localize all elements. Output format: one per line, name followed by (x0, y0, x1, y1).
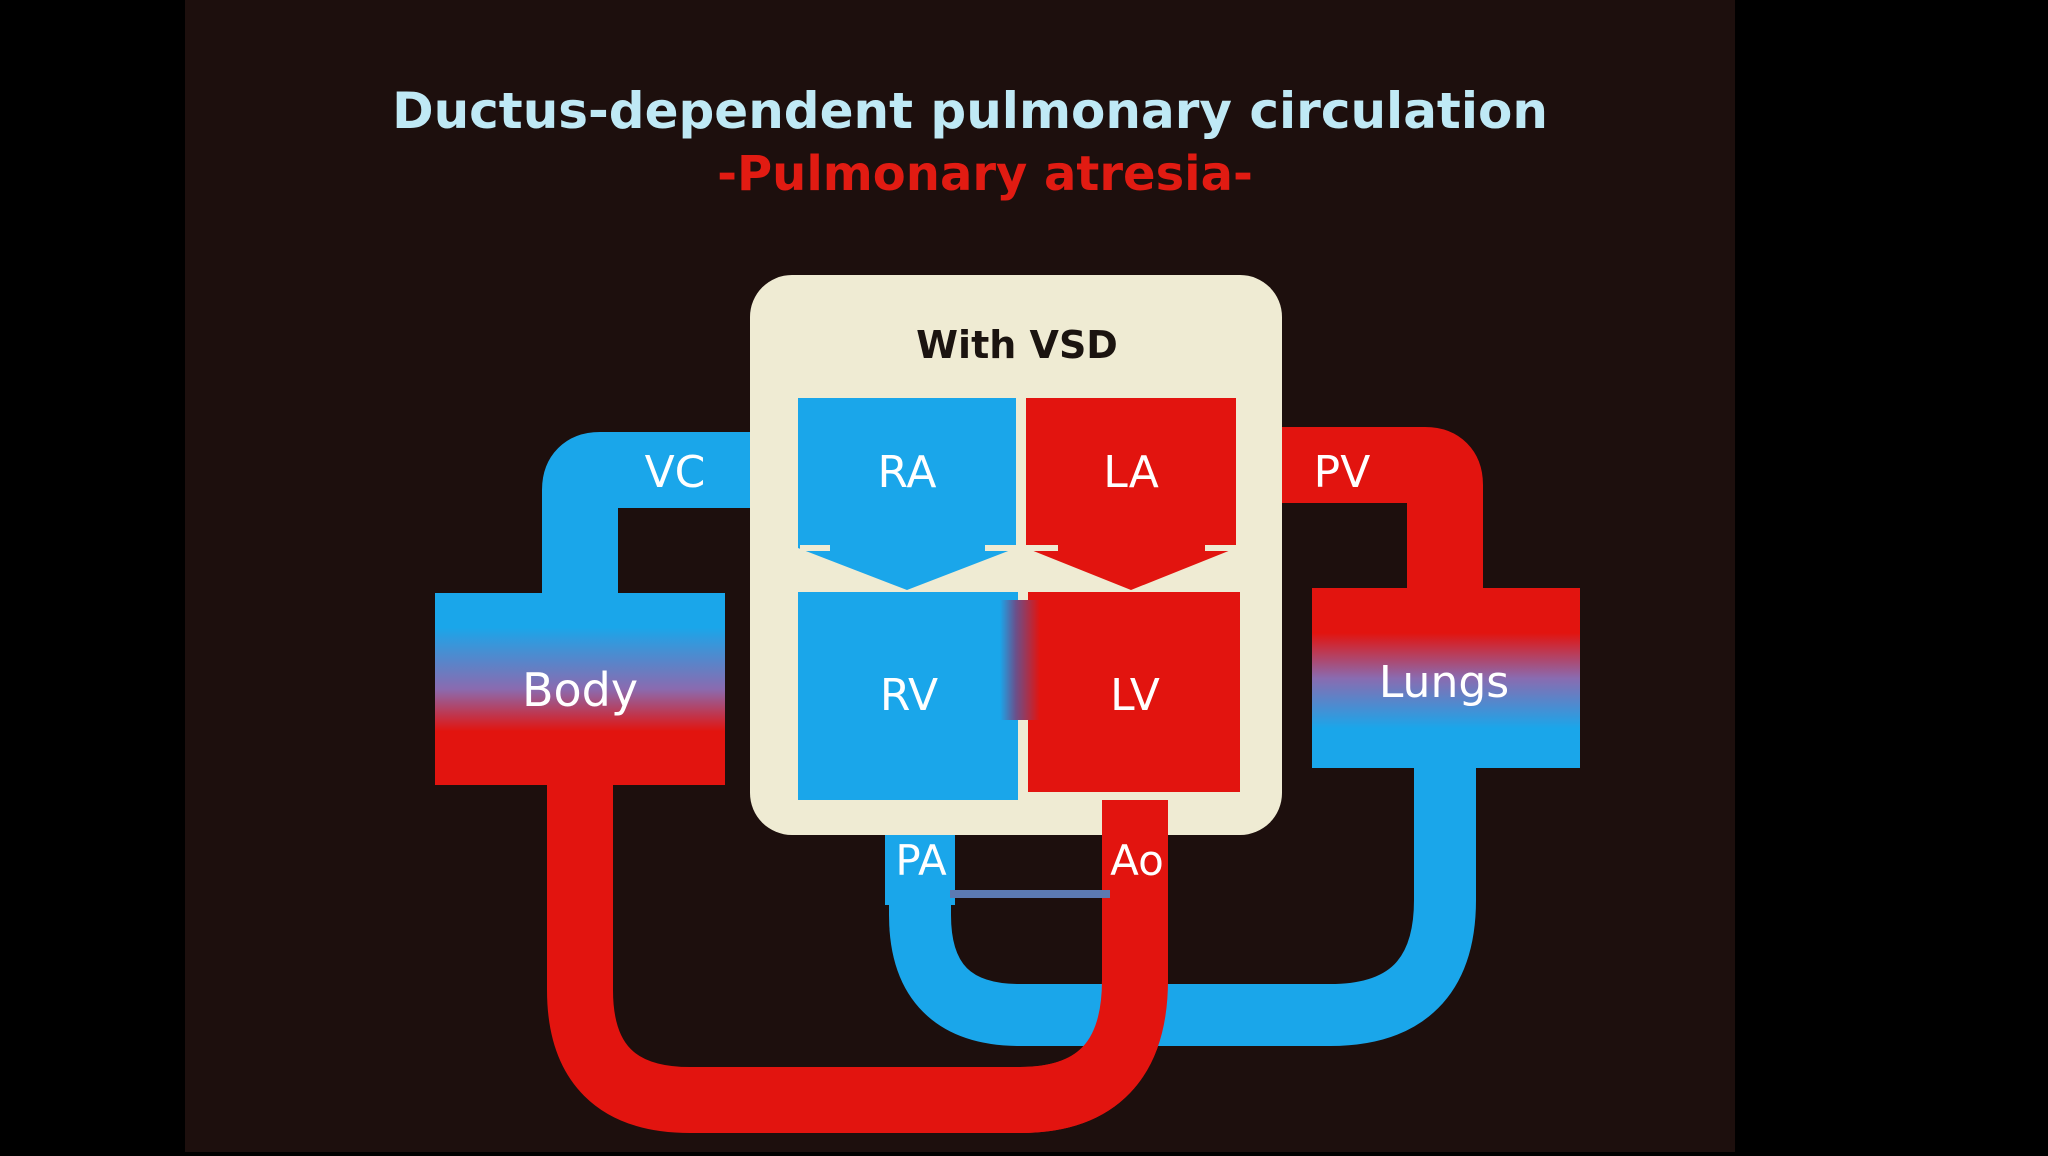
lv-label: LV (1110, 670, 1160, 721)
ao-label: Ao (1110, 836, 1164, 885)
panel-label: With VSD (916, 323, 1118, 367)
ductus-arteriosus (950, 890, 1110, 898)
ventricular-septal-defect (1000, 600, 1040, 720)
body-block (435, 593, 725, 785)
slide-title: Ductus-dependent pulmonary circulation (392, 82, 1548, 140)
aorta-stub (1102, 800, 1168, 940)
ra-label: RA (878, 447, 937, 498)
la-label: LA (1103, 447, 1159, 498)
aorta-front-segment (690, 940, 1168, 1133)
vc-label: VC (645, 447, 706, 498)
lungs-block (1312, 588, 1580, 768)
tricuspid-valve (798, 548, 1016, 590)
right-atrium (798, 398, 1016, 548)
vena-cava-vessel (542, 432, 800, 600)
right-ventricle (798, 592, 1018, 800)
pulmonary-artery-stub (885, 835, 955, 905)
left-atrium (1026, 398, 1236, 548)
pulmonary-vein-vessel (1220, 427, 1483, 600)
pv-label: PV (1314, 447, 1371, 498)
left-ventricle (1028, 592, 1240, 792)
body-label: Body (522, 663, 638, 717)
rv-label: RV (880, 670, 938, 721)
lungs-label: Lungs (1379, 657, 1509, 708)
lungs-to-pa-vessel (889, 765, 1476, 1046)
mitral-valve (1026, 548, 1236, 590)
slide-subtitle: -Pulmonary atresia- (717, 146, 1253, 202)
pa-label: PA (895, 836, 947, 885)
